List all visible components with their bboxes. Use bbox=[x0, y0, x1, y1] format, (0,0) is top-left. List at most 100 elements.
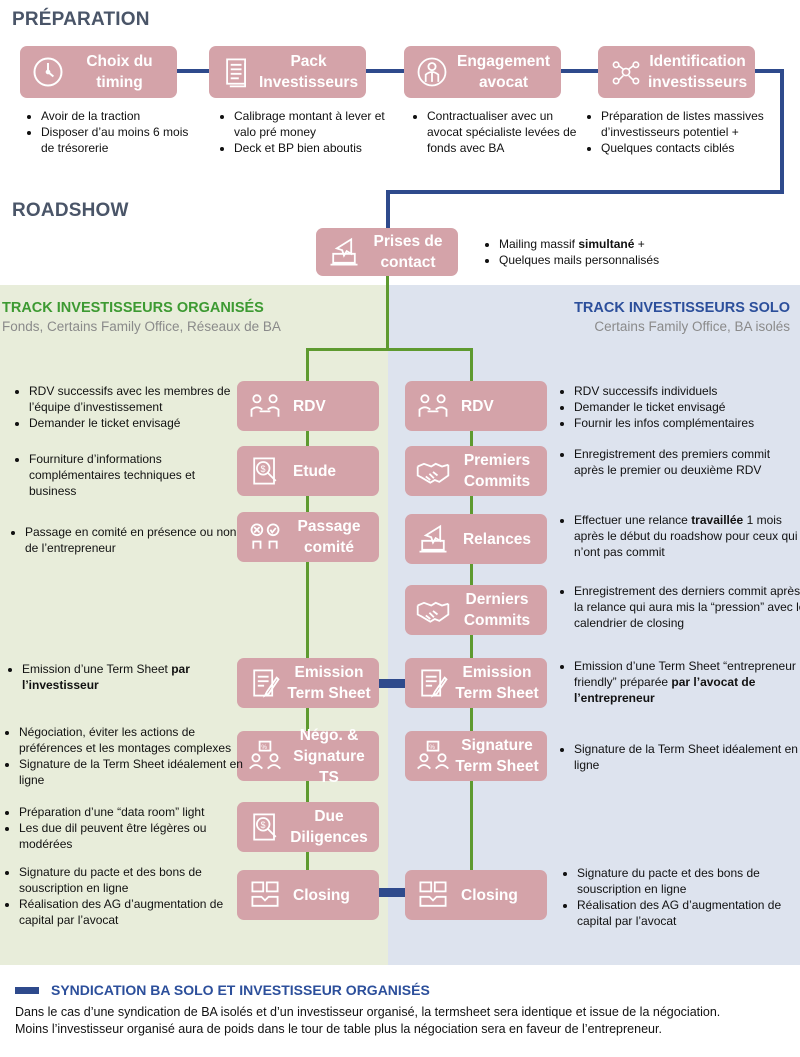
footer-legend-swatch bbox=[15, 987, 39, 994]
step-prises-de-contact[interactable]: Prises de contact bbox=[316, 228, 458, 276]
left-bullets-rdv: RDV successifs avec les membres de l’équ… bbox=[12, 383, 247, 431]
step-label: Choix du timing bbox=[86, 53, 153, 91]
prep-bullets-avocat: Contractualiser avec un avocat spécialis… bbox=[410, 108, 587, 156]
connector-prep-down bbox=[780, 70, 784, 192]
lawyer-icon bbox=[410, 52, 454, 92]
step-label: Pack Investisseurs bbox=[259, 53, 359, 91]
prep-bullets-pack: Calibrage montant à lever et valo pré mo… bbox=[217, 108, 404, 156]
list-item: Demander le ticket envisagé bbox=[574, 399, 800, 415]
step-label: Engagement avocat bbox=[456, 53, 550, 91]
study-magnifier-icon: $ bbox=[243, 451, 287, 491]
step-engagement-avocat[interactable]: Engagement avocat bbox=[404, 46, 561, 98]
list-item: Disposer d’au moins 6 mois de trésorerie bbox=[41, 124, 191, 156]
footer-title: SYNDICATION BA SOLO ET INVESTISSEUR ORGA… bbox=[51, 982, 430, 998]
list-item: Calibrage montant à lever et valo pré mo… bbox=[234, 108, 404, 140]
closing-icon bbox=[243, 875, 287, 915]
svg-text:%: % bbox=[261, 744, 267, 751]
list-item: Signature de la Term Sheet idéalement en… bbox=[574, 741, 800, 773]
left-bullets-nego: Négociation, éviter les actions de préfé… bbox=[2, 724, 255, 788]
right-bullets-signature: Signature de la Term Sheet idéalement en… bbox=[557, 741, 800, 773]
vote-icon bbox=[243, 517, 287, 557]
step-choix-du-timing[interactable]: Choix du timing bbox=[20, 46, 177, 98]
left-step-emission-term-sheet[interactable]: Emission Term Sheet bbox=[237, 658, 379, 708]
right-bullets-rdv: RDV successifs individuels Demander le t… bbox=[557, 383, 800, 431]
track-organises-title: TRACK INVESTISSEURS ORGANISÉS bbox=[2, 300, 264, 316]
step-label: Passage comité bbox=[297, 518, 361, 556]
tree-stem bbox=[386, 276, 389, 350]
due-diligence-icon: $ bbox=[243, 807, 287, 847]
left-bullets-closing: Signature du pacte et des bons de souscr… bbox=[2, 864, 249, 928]
link-term-sheet bbox=[375, 679, 407, 688]
list-item: Fournir les infos complémentaires bbox=[574, 415, 800, 431]
left-step-etude[interactable]: $ Etude bbox=[237, 446, 379, 496]
step-label: Derniers Commits bbox=[463, 591, 531, 629]
list-item: Mailing massif simultané + bbox=[499, 236, 799, 252]
tree-left-trunk bbox=[306, 348, 309, 888]
step-label: Premiers Commits bbox=[463, 452, 531, 490]
investors-network-icon bbox=[604, 52, 648, 92]
list-item: Préparation de listes massives d’investi… bbox=[601, 108, 800, 140]
track-solo-subtitle: Certains Family Office, BA isolés bbox=[594, 319, 790, 334]
clock-icon bbox=[26, 52, 70, 92]
step-label: RDV bbox=[461, 397, 494, 415]
list-item: Signature de la Term Sheet idéalement en… bbox=[19, 756, 255, 788]
connector-to-roadshow bbox=[386, 190, 784, 194]
list-item: Fourniture d’informations complémentaire… bbox=[29, 451, 239, 499]
paper-plane-laptop-icon bbox=[322, 232, 366, 272]
paper-plane-laptop-icon bbox=[411, 519, 455, 559]
meeting-icon bbox=[411, 386, 455, 426]
section-title-roadshow: ROADSHOW bbox=[12, 200, 129, 221]
list-item: Demander le ticket envisagé bbox=[29, 415, 247, 431]
right-step-relances[interactable]: Relances bbox=[405, 514, 547, 564]
right-bullets-relances: Effectuer une relance travaillée 1 mois … bbox=[557, 512, 800, 560]
step-identification-investisseurs[interactable]: Identification investisseurs bbox=[598, 46, 755, 98]
left-bullets-due-diligences: Préparation d’une “data room” light Les … bbox=[2, 804, 249, 852]
footer-text-2: Moins l’investisseur organisé aura de po… bbox=[15, 1022, 662, 1036]
left-bullets-etude: Fourniture d’informations complémentaire… bbox=[12, 451, 239, 499]
list-item: Quelques contacts ciblés bbox=[601, 140, 800, 156]
left-step-closing[interactable]: Closing bbox=[237, 870, 379, 920]
left-step-rdv[interactable]: RDV bbox=[237, 381, 379, 431]
handshake-icon bbox=[411, 590, 455, 630]
right-bullets-derniers: Enregistrement des derniers commit après… bbox=[557, 583, 800, 631]
section-title-preparation: PRÉPARATION bbox=[12, 9, 150, 30]
list-item: Avoir de la traction bbox=[41, 108, 191, 124]
prep-bullets-timing: Avoir de la traction Disposer d’au moins… bbox=[24, 108, 191, 156]
connector-prep-stub bbox=[750, 69, 784, 73]
step-pack-investisseurs[interactable]: Pack Investisseurs bbox=[209, 46, 366, 98]
list-item: Deck et BP bien aboutis bbox=[234, 140, 404, 156]
right-step-premiers-commits[interactable]: Premiers Commits bbox=[405, 446, 547, 496]
meeting-icon bbox=[243, 386, 287, 426]
step-label: Due Diligences bbox=[290, 808, 368, 846]
list-item: Enregistrement des premiers commit après… bbox=[574, 446, 774, 478]
list-item: Réalisation des AG d’augmentation de cap… bbox=[19, 896, 249, 928]
right-step-rdv[interactable]: RDV bbox=[405, 381, 547, 431]
connector-prep-row bbox=[170, 69, 610, 73]
term-sheet-icon bbox=[411, 663, 455, 703]
right-step-emission-term-sheet[interactable]: Emission Term Sheet bbox=[405, 658, 547, 708]
list-item: Les due dil peuvent être légères ou modé… bbox=[19, 820, 249, 852]
right-step-closing[interactable]: Closing bbox=[405, 870, 547, 920]
list-item: Emission d’une Term Sheet “entrepreneur … bbox=[574, 658, 800, 706]
link-closing bbox=[375, 888, 407, 897]
closing-icon bbox=[411, 875, 455, 915]
prep-bullets-identification: Préparation de listes massives d’investi… bbox=[584, 108, 800, 156]
list-item: Négociation, éviter les actions de préfé… bbox=[19, 724, 255, 756]
negotiation-icon: % bbox=[411, 736, 455, 776]
right-step-signature-term-sheet[interactable]: % Signature Term Sheet bbox=[405, 731, 547, 781]
step-label: Négo. & Signature TS bbox=[293, 726, 365, 786]
step-label: RDV bbox=[293, 397, 326, 415]
step-label: Emission Term Sheet bbox=[287, 664, 371, 702]
left-step-nego-signature[interactable]: % Négo. & Signature TS bbox=[237, 727, 379, 786]
left-step-due-diligences[interactable]: $ Due Diligences bbox=[237, 802, 379, 852]
connector-to-contact bbox=[386, 190, 390, 230]
right-bullets-premiers: Enregistrement des premiers commit après… bbox=[557, 446, 774, 478]
contact-bullets: Mailing massif simultané + Quelques mail… bbox=[482, 236, 799, 268]
left-step-passage-comite[interactable]: Passage comité bbox=[237, 512, 379, 562]
right-step-derniers-commits[interactable]: Derniers Commits bbox=[405, 585, 547, 635]
list-item: Enregistrement des derniers commit après… bbox=[574, 583, 800, 631]
list-item: Réalisation des AG d’augmentation de cap… bbox=[577, 897, 800, 929]
step-label: Etude bbox=[293, 462, 337, 480]
step-label: Emission Term Sheet bbox=[455, 664, 539, 702]
list-item: Quelques mails personnalisés bbox=[499, 252, 799, 268]
